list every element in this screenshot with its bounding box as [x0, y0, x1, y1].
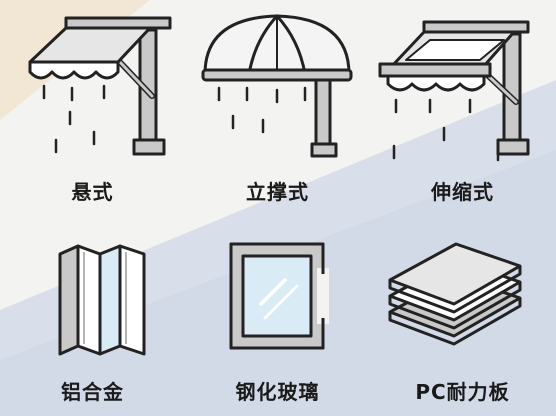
item-label: PC耐力板: [415, 380, 510, 404]
item-label: 钢化玻璃: [235, 380, 320, 404]
item-retractable: 伸缩式: [370, 0, 555, 208]
item-pc: PC耐力板: [370, 208, 555, 416]
item-glass: 钢化玻璃: [185, 208, 370, 416]
item-suspended: 悬式: [0, 0, 185, 208]
retractable-awning-icon: [378, 20, 530, 162]
item-label: 立撑式: [246, 180, 309, 204]
item-label: 铝合金: [61, 380, 124, 404]
item-label: 悬式: [71, 180, 114, 204]
item-aluminum: 铝合金: [0, 208, 185, 416]
item-label: 伸缩式: [431, 180, 494, 204]
aluminum-panel-icon: [58, 244, 146, 356]
umbrella-awning-icon: [201, 14, 353, 158]
pc-sheet-icon: [388, 242, 522, 346]
tempered-glass-icon: [229, 242, 329, 350]
suspended-awning-icon: [28, 16, 172, 156]
item-standing: 立撑式: [185, 0, 370, 208]
